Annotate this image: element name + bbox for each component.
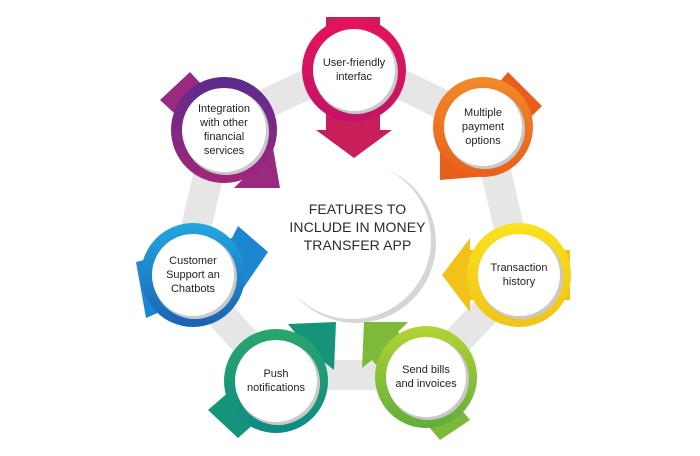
node-inner (478, 234, 560, 316)
node-transaction-history (442, 223, 571, 327)
label-line: User-friendly (322, 57, 386, 69)
label-line: Multiple (464, 107, 502, 119)
center-title-line: FEATURES TO (308, 201, 407, 217)
node-inner (313, 29, 395, 111)
label-push-notifications: Push notifications (226, 367, 326, 395)
center-title-line: TRANSFER APP (303, 237, 412, 253)
label-send-bills: Send bills and invoices (376, 363, 476, 391)
center-circle (273, 161, 431, 319)
node-integration (160, 72, 280, 188)
label-integration: Integration with other financial service… (174, 102, 274, 158)
node-inner (444, 88, 522, 166)
label-line: Integration (198, 103, 250, 115)
label-line: history (502, 276, 536, 288)
node-inner (152, 234, 234, 316)
label-transaction-history: Transaction history (469, 261, 569, 289)
label-line: services (203, 145, 245, 157)
label-line: Transaction (490, 262, 548, 274)
label-line: with other (200, 117, 248, 129)
node-user-friendly (302, 17, 406, 158)
node-customer-support (136, 223, 268, 327)
center-title: FEATURES TO INCLUDE IN MONEY TRANSFER AP… (285, 200, 430, 254)
label-customer-support: Customer Support an Chatbots (143, 254, 243, 296)
node-send-bills (362, 322, 477, 440)
label-line: Send bills (402, 364, 450, 376)
label-line: Customer (169, 255, 217, 267)
node-inner (386, 337, 466, 417)
label-line: Push (263, 368, 289, 380)
label-line: interfac (335, 71, 373, 83)
label-line: notifications (246, 382, 306, 394)
node-push-notifications (208, 322, 336, 438)
node-inner (235, 340, 317, 422)
label-line: and invoices (395, 378, 457, 390)
label-line: Chatbots (170, 283, 216, 295)
label-multiple-payment: Multiple payment options (433, 106, 533, 148)
node-multiple-payment (433, 72, 542, 180)
label-line: Support an (166, 269, 220, 281)
label-line: payment (461, 121, 505, 133)
node-inner (182, 88, 266, 172)
label-line: options (465, 135, 501, 147)
label-line: financial (203, 131, 245, 143)
label-user-friendly: User-friendly interfac (304, 56, 404, 84)
center-title-line: INCLUDE IN MONEY (289, 219, 426, 235)
